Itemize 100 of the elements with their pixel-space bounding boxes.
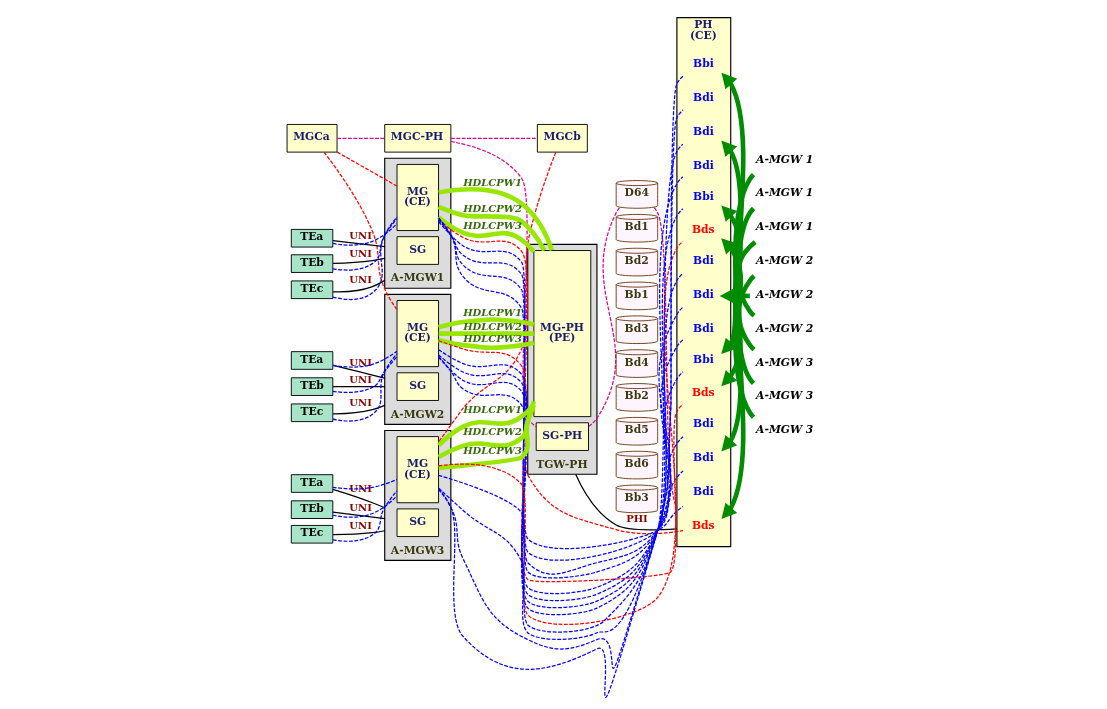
connector — [438, 151, 557, 443]
node-box: SG — [396, 508, 439, 538]
node-text: Bds — [691, 518, 715, 532]
edge-label: UNI — [349, 357, 372, 369]
node-box: TEc — [290, 280, 334, 300]
node-box: TEb — [290, 254, 334, 273]
node-box: TEc — [290, 403, 334, 423]
node-box: MG-PH (PE) — [533, 250, 592, 418]
edge-label: HDLCPW1 — [463, 307, 522, 319]
connector — [653, 206, 678, 509]
node-box: TEb — [290, 377, 334, 396]
node-box: TEc — [290, 524, 334, 544]
connector — [332, 495, 398, 518]
connector — [437, 204, 547, 252]
node-text: A-MGW 1 — [756, 186, 814, 200]
node-text: A-MGW 3 — [756, 389, 814, 403]
node-text: A-MGW 1 — [756, 220, 814, 234]
edge-label: UNI — [349, 230, 372, 242]
connector — [438, 400, 536, 471]
connector — [336, 151, 398, 187]
connector — [438, 186, 555, 252]
node-text: A-MGW 1 — [756, 152, 814, 166]
edge-label: HDLCPW2 — [463, 425, 522, 437]
node-text: Bdi — [693, 450, 714, 464]
node-text: Bdi — [693, 91, 714, 105]
node-text: A-MGW 2 — [756, 287, 814, 301]
edge-label: PHI — [626, 512, 648, 524]
edge-label: UNI — [349, 397, 372, 409]
connector — [332, 350, 398, 368]
node-text: Bbi — [693, 352, 714, 366]
node-text: A-MGW 2 — [756, 321, 814, 335]
connector — [332, 490, 398, 542]
node-text: Bdi — [693, 321, 714, 335]
connector — [437, 317, 535, 330]
edge-label: UNI — [349, 501, 372, 513]
node-box: MGCb — [536, 124, 588, 153]
connector — [575, 473, 678, 531]
arrow — [721, 173, 756, 520]
connector — [323, 151, 398, 311]
node-box: SG — [396, 236, 439, 265]
node-box: MG (CE) — [396, 436, 439, 504]
node-text: Bdi — [693, 158, 714, 172]
connector — [336, 137, 386, 139]
node-box: SG-PH — [535, 422, 589, 451]
edge-label: HDLCPW1 — [463, 404, 522, 416]
arrow — [721, 206, 756, 452]
connector — [450, 140, 537, 428]
edge-label: HDLCPW3 — [463, 220, 522, 232]
connector — [437, 215, 536, 254]
connector — [332, 257, 386, 265]
node-text: A-MGW 2 — [756, 254, 814, 268]
node-text: Bds — [691, 386, 715, 400]
node-box: MG (CE) — [396, 163, 439, 231]
connector — [438, 331, 534, 336]
node-box: MGC-PH — [384, 124, 452, 153]
connector — [332, 279, 386, 293]
node-box: TEa — [290, 351, 334, 370]
node-box: TEa — [290, 228, 334, 248]
arrow — [721, 72, 756, 419]
node-text: Bdi — [693, 124, 714, 138]
connector — [332, 364, 386, 379]
node-box: TEa — [290, 474, 334, 493]
node-box: MGCa — [286, 124, 338, 153]
edge-label: UNI — [349, 274, 372, 286]
connector — [332, 223, 398, 246]
connector — [332, 355, 398, 394]
arrow — [721, 140, 756, 385]
edge-label: HDLCPW1 — [463, 177, 522, 189]
connector — [332, 218, 398, 271]
connector — [437, 404, 536, 459]
node-text: Bbi — [693, 189, 714, 203]
arrow — [721, 274, 756, 387]
edge-label: HDLCPW2 — [463, 321, 522, 333]
connector — [332, 530, 386, 536]
edge-label: HDLCPW3 — [463, 332, 522, 344]
connector — [588, 206, 621, 427]
node-text: Bdi — [693, 254, 714, 268]
edge-label: UNI — [349, 248, 372, 259]
edge-label: HDLCPW2 — [463, 202, 522, 214]
edge-label: UNI — [349, 374, 372, 386]
connector — [332, 216, 398, 301]
node-text: Bdi — [693, 287, 714, 301]
node-text: A-MGW 3 — [756, 423, 814, 437]
connector — [332, 511, 386, 520]
node-box: SG — [396, 372, 439, 401]
node-text: Bdi — [693, 484, 714, 498]
node-text: A-MGW 3 — [756, 355, 814, 369]
connector — [437, 337, 535, 350]
edge-label: UNI — [349, 520, 372, 532]
connector — [450, 137, 538, 139]
connector — [332, 240, 386, 248]
node-text: Bbi — [693, 57, 714, 71]
node-text: Bdi — [693, 417, 714, 431]
connector — [332, 353, 398, 422]
connector — [332, 404, 386, 415]
node-text: Bds — [691, 223, 715, 237]
node-box: TEb — [290, 500, 334, 519]
connector — [332, 386, 386, 388]
edge-label: HDLCPW3 — [463, 444, 522, 456]
node-box: MG (CE) — [396, 300, 439, 368]
